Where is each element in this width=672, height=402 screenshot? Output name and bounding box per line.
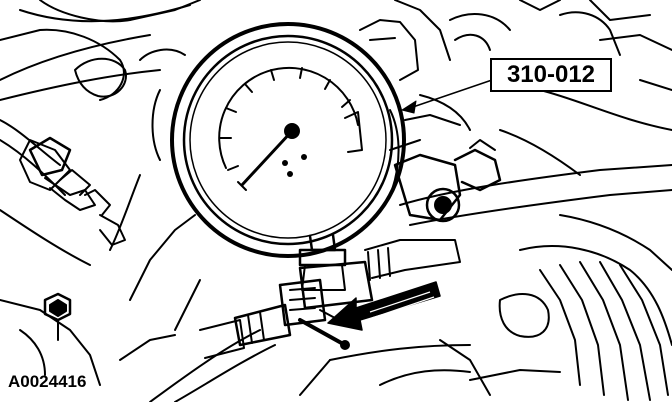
pressure-gauge [170,22,406,291]
arrow-icon [327,281,441,331]
callout-leader-line [409,79,493,109]
figure-id-label: A0024416 [8,372,87,391]
fuel-rail-connector [28,136,126,246]
gauge-valve-assembly [199,239,461,359]
hex-bolt [43,292,72,341]
gauge-side-fitting [393,139,502,223]
special-tool-number-label: 310-012 [490,58,612,92]
